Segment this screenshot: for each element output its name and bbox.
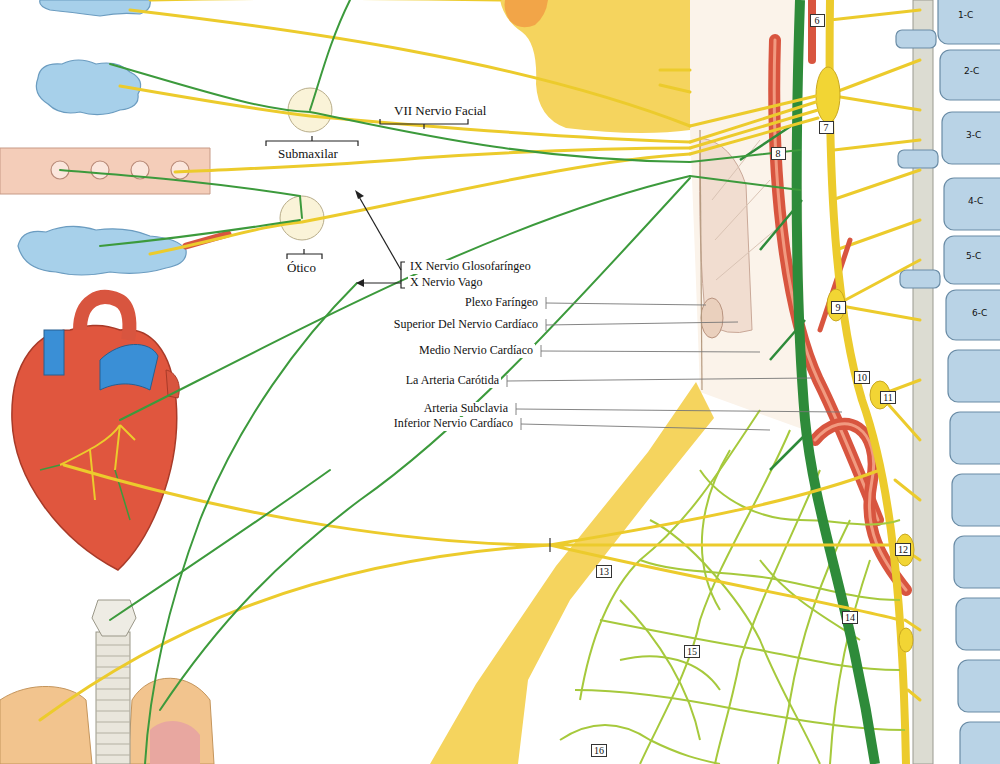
callout-number: 9 [834, 302, 843, 313]
callout-box: 10 [854, 371, 870, 384]
callout-box: 6 [810, 14, 825, 27]
face [500, 0, 690, 133]
lungs [0, 600, 214, 764]
muscle-lines [712, 140, 775, 280]
part-name: X Nervio Vago [408, 276, 484, 290]
callout-number: 11 [883, 392, 893, 403]
callout-number: 7 [822, 122, 831, 133]
part-name: Superior Del Nervio Cardíaco [392, 318, 540, 332]
neck-tissue [690, 0, 805, 430]
part-name: IX Nervio Glosofaríngeo [408, 260, 533, 274]
lips [505, 0, 548, 27]
callout-box: 15 [684, 645, 700, 658]
callout-number: 8 [774, 148, 783, 159]
part-name: Submaxilar [276, 147, 340, 162]
part-name: Ótico [285, 261, 318, 276]
cardiac-plexus [560, 410, 905, 764]
arrowheads [355, 190, 364, 287]
part-name: Inferior Nervio Cardíaco [392, 417, 515, 431]
callout-box: 13 [596, 565, 612, 578]
callout-number: 12 [898, 544, 908, 555]
part-name: La Arteria Carótida [404, 374, 501, 388]
callout-box: 11 [880, 391, 896, 404]
neck-outline [700, 130, 702, 390]
leader-tick [549, 538, 550, 552]
callout-number: 6 [813, 15, 822, 26]
vagus-nerve [797, 0, 875, 764]
green-nerves [60, 0, 800, 764]
thyroid [701, 298, 723, 338]
vertebra-label: 3-C [964, 130, 983, 140]
salivary-glands [18, 0, 186, 275]
vagus-branches [740, 120, 810, 470]
part-name: VII Nervio Facial [392, 104, 488, 119]
callout-number: 15 [687, 646, 697, 657]
callout-number: 16 [594, 745, 604, 756]
vertebra-label: 4-C [966, 196, 985, 206]
sympathetic-chain [830, 0, 906, 764]
callout-number: 14 [845, 612, 855, 623]
vertebra-label: 1-C [956, 10, 975, 20]
part-name: Medio Nervio Cardíaco [417, 344, 535, 358]
vertebra-label: 5-C [964, 251, 983, 261]
part-name: Plexo Faríngeo [463, 296, 540, 310]
callout-box: 8 [771, 147, 786, 160]
callout-box: 7 [819, 121, 834, 134]
facial-nerves [40, 0, 900, 720]
callout-box: 12 [895, 543, 911, 556]
callout-box: 9 [831, 301, 846, 314]
leader-lines [507, 297, 842, 430]
callout-number: 10 [857, 372, 867, 383]
callout-box: 14 [842, 611, 858, 624]
vertebra-label: 2-C [962, 66, 981, 76]
heart [12, 297, 179, 570]
part-name: Arteria Subclavia [422, 402, 510, 416]
callout-number: 13 [599, 566, 609, 577]
callout-box: 16 [591, 744, 607, 757]
vertebra-label: 6-C [970, 308, 989, 318]
